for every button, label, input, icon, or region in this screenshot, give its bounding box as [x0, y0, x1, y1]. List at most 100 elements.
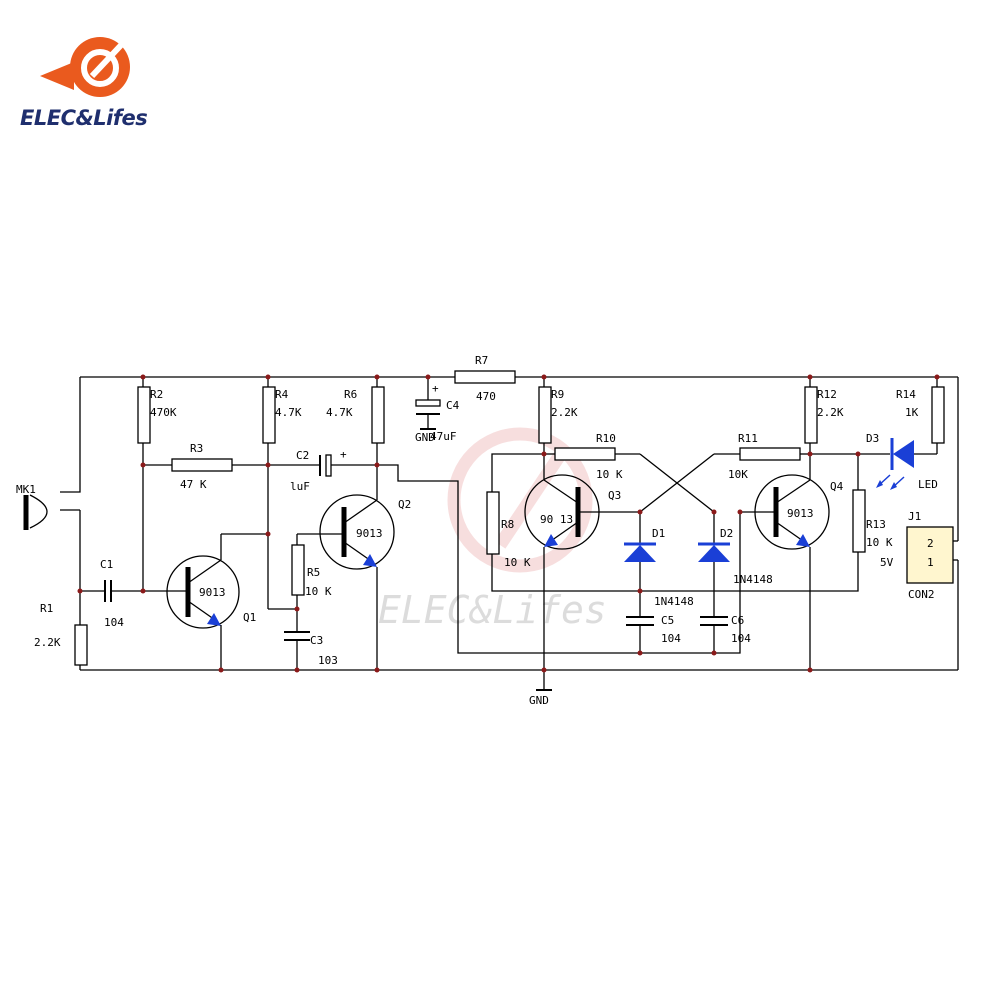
label-r7-value: 470	[476, 390, 496, 403]
resistor-r11	[739, 447, 801, 461]
label-r12: R12	[817, 388, 837, 401]
resistor-r6	[371, 386, 385, 444]
transistor-q1	[166, 533, 268, 670]
label-q2: Q2	[398, 498, 411, 511]
resistor-r3	[171, 458, 233, 472]
label-c1-value: 104	[104, 616, 124, 629]
resistor-r2	[137, 386, 151, 444]
label-r6: R6	[344, 388, 357, 401]
watermark-text: ELEC&Lifes	[378, 588, 607, 632]
label-r3: R3	[190, 442, 203, 455]
label-d3: D3	[866, 432, 879, 445]
label-r1-value: 2.2K	[34, 636, 61, 649]
watermark-logo-icon: ELEC&Lifes	[378, 427, 607, 632]
capacitor-c4	[415, 399, 441, 415]
transistor-q3	[524, 454, 640, 690]
diode-d2	[698, 542, 730, 562]
label-d1-value: 1N4148	[654, 595, 694, 608]
label-j1: J1	[908, 510, 921, 523]
label-q1: Q1	[243, 611, 256, 624]
label-c6-value: 104	[731, 632, 751, 645]
label-d2-value: 1N4148	[733, 573, 773, 586]
label-q4-type: 9013	[787, 507, 814, 520]
label-q4: Q4	[830, 480, 844, 493]
label-d3-value: LED	[918, 478, 938, 491]
label-mk1: MK1	[16, 483, 36, 496]
connector-j1	[906, 526, 958, 584]
label-r9-value: 2.2K	[551, 406, 578, 419]
label-q2-type: 9013	[356, 527, 383, 540]
label-c2-value: luF	[290, 480, 310, 493]
brand-name: ELEC&Lifes	[20, 106, 148, 130]
label-r14: R14	[896, 388, 916, 401]
led-d3-icon	[876, 438, 914, 490]
label-r8-value: 10 K	[504, 556, 531, 569]
label-r7: R7	[475, 354, 488, 367]
label-c5: C5	[661, 614, 674, 627]
label-r10: R10	[596, 432, 616, 445]
label-q3: Q3	[608, 489, 621, 502]
resistor-r8	[486, 491, 500, 555]
label-r4: R4	[275, 388, 289, 401]
label-r4-value: 4.7K	[275, 406, 302, 419]
label-r2-value: 470K	[150, 406, 177, 419]
brand-logo-icon	[40, 36, 130, 97]
label-j1-pin1: 1	[927, 556, 934, 569]
microphone-mk1-icon	[23, 494, 80, 530]
label-j1-pin2: 2	[927, 537, 934, 550]
label-c2-polarity: +	[340, 448, 347, 461]
label-r13: R13	[866, 518, 886, 531]
capacitor-c3	[284, 631, 310, 641]
label-r14-value: 1K	[905, 406, 919, 419]
label-r12-value: 2.2K	[817, 406, 844, 419]
label-j1-value: CON2	[908, 588, 935, 601]
label-r13-value: 10 K	[866, 536, 893, 549]
resistor-r4	[262, 386, 276, 444]
label-gnd-bottom: GND	[529, 694, 549, 707]
label-r8: R8	[501, 518, 514, 531]
label-r1: R1	[40, 602, 53, 615]
label-q1-type: 9013	[199, 586, 226, 599]
capacitor-c2	[319, 454, 332, 477]
label-c6: C6	[731, 614, 744, 627]
label-r9: R9	[551, 388, 564, 401]
diode-d1	[624, 542, 656, 562]
label-c3: C3	[310, 634, 323, 647]
transistor-q4	[754, 454, 830, 670]
label-r11: R11	[738, 432, 758, 445]
label-r3-value: 47 K	[180, 478, 207, 491]
label-d2: D2	[720, 527, 733, 540]
resistor-r9	[538, 386, 552, 444]
label-c2: C2	[296, 449, 309, 462]
capacitor-c6	[700, 616, 728, 626]
resistor-r5	[291, 544, 305, 596]
label-r10-value: 10 K	[596, 468, 623, 481]
label-c3-value: 103	[318, 654, 338, 667]
label-j1-voltage: 5V	[880, 556, 894, 569]
label-r5: R5	[307, 566, 320, 579]
label-c5-value: 104	[661, 632, 681, 645]
label-r6-value: 4.7K	[326, 406, 353, 419]
label-r11-value: 10K	[728, 468, 748, 481]
label-c4: C4	[446, 399, 460, 412]
junction-dots	[77, 374, 940, 673]
resistor-r12	[804, 386, 818, 444]
resistor-r7	[454, 370, 516, 384]
resistor-r1	[74, 624, 88, 666]
label-gnd-top: GND	[415, 431, 435, 444]
capacitor-c1	[104, 580, 112, 602]
label-r2: R2	[150, 388, 163, 401]
transistor-q2	[319, 465, 395, 670]
label-r5-value: 10 K	[305, 585, 332, 598]
resistor-r14	[931, 386, 945, 444]
label-c4-value: 47uF	[430, 430, 457, 443]
capacitor-c5	[626, 616, 654, 626]
label-d1: D1	[652, 527, 665, 540]
label-q3-type: 90 13	[540, 513, 573, 526]
label-c4-polarity: +	[432, 382, 439, 395]
resistor-r10	[554, 447, 616, 461]
resistor-r13	[852, 489, 866, 553]
label-c1: C1	[100, 558, 113, 571]
